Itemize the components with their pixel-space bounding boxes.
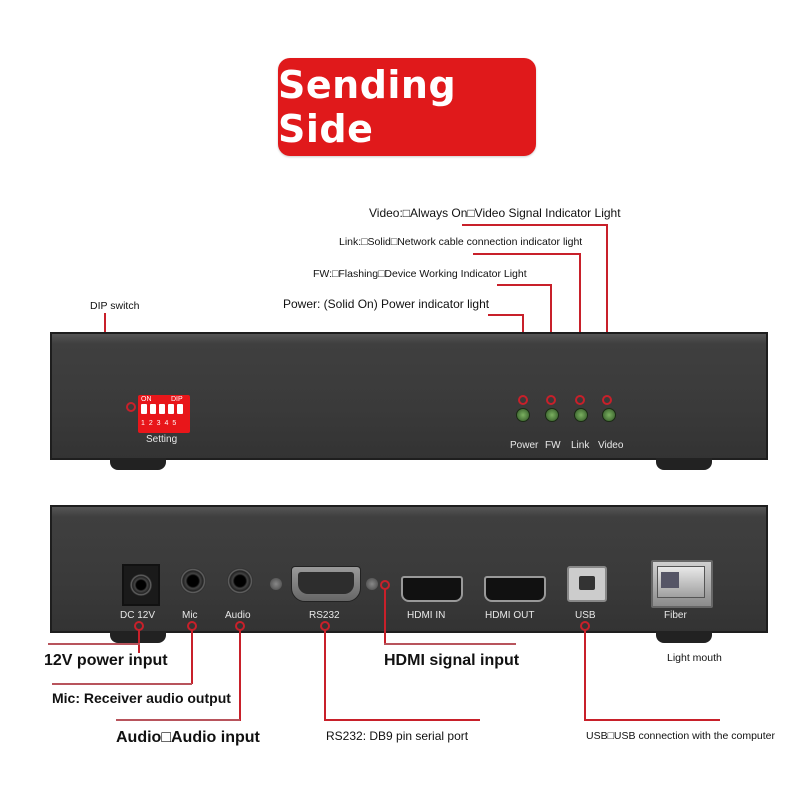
leader-link-v bbox=[579, 253, 581, 402]
leader-usb-v bbox=[584, 629, 586, 721]
video-led-label: Video bbox=[598, 440, 624, 451]
leader-fw-h bbox=[497, 284, 552, 286]
callout-light-mouth: Light mouth bbox=[667, 652, 722, 664]
callout-rs232: RS232: DB9 pin serial port bbox=[326, 729, 469, 743]
leader-mic-h bbox=[52, 683, 192, 685]
rs232-pins bbox=[298, 572, 354, 594]
leader-hdmi-h bbox=[384, 643, 516, 645]
link-led-label: Link bbox=[571, 440, 590, 451]
usb-port-inner bbox=[579, 576, 595, 590]
link-led-dot bbox=[575, 395, 585, 405]
title-banner: Sending Side bbox=[278, 58, 536, 156]
video-led bbox=[602, 408, 616, 422]
rear-foot-right bbox=[656, 631, 712, 643]
setting-label: Setting bbox=[146, 434, 178, 445]
dc-jack-hole bbox=[130, 574, 152, 596]
leader-hdmi-v bbox=[384, 588, 386, 644]
dip-switch-3[interactable] bbox=[159, 404, 165, 414]
dip-switch[interactable]: ON DIP 1 2 3 4 5 bbox=[138, 395, 190, 433]
fiber-port[interactable] bbox=[651, 560, 713, 608]
rs232-port-label: RS232 bbox=[309, 610, 340, 621]
dip-on-label: ON bbox=[141, 396, 152, 403]
page-title: Sending Side bbox=[278, 63, 457, 151]
front-foot-left bbox=[110, 458, 166, 470]
hdmi-in-label: HDMI IN bbox=[407, 610, 446, 621]
callout-audio: Audio□Audio input bbox=[116, 729, 260, 746]
front-foot-right bbox=[656, 458, 712, 470]
callout-link: Link:□Solid□Network cable connection ind… bbox=[339, 236, 583, 248]
rs232-screw-left bbox=[270, 578, 282, 590]
dip-callout-dot bbox=[126, 402, 136, 412]
leader-link-h bbox=[473, 253, 581, 255]
video-led-dot bbox=[602, 395, 612, 405]
mic-port-label: Mic bbox=[182, 610, 198, 621]
mic-jack[interactable] bbox=[180, 568, 206, 594]
fw-led-label: FW bbox=[545, 440, 561, 451]
dc-port-label: DC 12V bbox=[120, 610, 156, 621]
audio-jack[interactable] bbox=[227, 568, 253, 594]
dc-jack[interactable] bbox=[122, 564, 160, 606]
leader-video-h bbox=[462, 224, 608, 226]
leader-dc-h bbox=[48, 643, 140, 645]
callout-dc: 12V power input bbox=[44, 652, 168, 669]
callout-usb: USB□USB connection with the computer bbox=[586, 730, 776, 742]
hdmi-in-port[interactable] bbox=[401, 576, 463, 602]
callout-hdmi: HDMI signal input bbox=[384, 652, 520, 669]
leader-rs232-v bbox=[324, 629, 326, 721]
leader-dc-v bbox=[138, 629, 140, 653]
rs232-screw-right bbox=[366, 578, 378, 590]
dip-numbers: 1 2 3 4 5 bbox=[141, 420, 178, 427]
callout-fw: FW:□Flashing□Device Working Indicator Li… bbox=[313, 268, 527, 280]
hdmi-out-port[interactable] bbox=[484, 576, 546, 602]
usb-port-label: USB bbox=[575, 610, 596, 621]
fw-led-dot bbox=[546, 395, 556, 405]
leader-audio-v bbox=[239, 629, 241, 721]
fiber-port-label: Fiber bbox=[664, 610, 687, 621]
usb-port[interactable] bbox=[567, 566, 607, 602]
rs232-port[interactable] bbox=[291, 566, 361, 602]
callout-mic: Mic: Receiver audio output bbox=[52, 690, 231, 706]
power-led bbox=[516, 408, 530, 422]
callout-dip: DIP switch bbox=[90, 300, 140, 312]
leader-mic-v bbox=[191, 629, 193, 684]
callout-power: Power: (Solid On) Power indicator light bbox=[283, 297, 490, 311]
link-led bbox=[574, 408, 588, 422]
power-led-label: Power bbox=[510, 440, 539, 451]
power-led-dot bbox=[518, 395, 528, 405]
fw-led bbox=[545, 408, 559, 422]
hdmi-out-label: HDMI OUT bbox=[485, 610, 535, 621]
callout-video: Video:□Always On□Video Signal Indicator … bbox=[369, 206, 621, 220]
dip-switch-4[interactable] bbox=[168, 404, 174, 414]
dip-label: DIP bbox=[171, 396, 183, 403]
dip-switch-2[interactable] bbox=[150, 404, 156, 414]
fiber-label-sticker bbox=[661, 572, 679, 588]
dip-switch-5[interactable] bbox=[177, 404, 183, 414]
audio-port-label: Audio bbox=[225, 610, 251, 621]
dip-switch-1[interactable] bbox=[141, 404, 147, 414]
leader-rs232-h bbox=[324, 719, 480, 721]
leader-audio-h bbox=[116, 719, 240, 721]
rear-panel bbox=[50, 505, 768, 633]
leader-video-v bbox=[606, 224, 608, 402]
leader-usb-h bbox=[584, 719, 720, 721]
leader-power-h bbox=[488, 314, 524, 316]
